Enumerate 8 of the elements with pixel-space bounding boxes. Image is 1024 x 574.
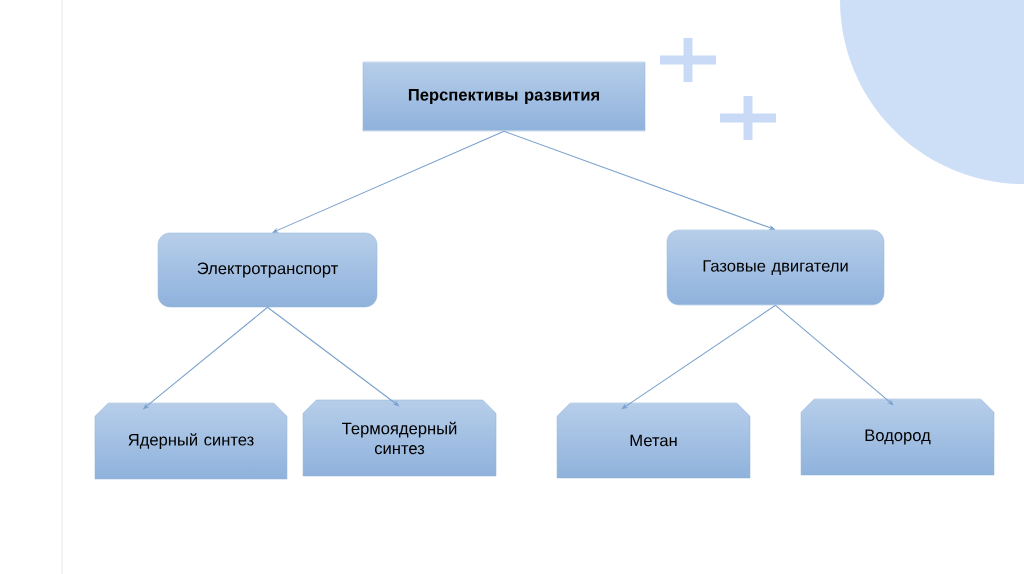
title-box: Перспективы развития [362, 61, 646, 132]
category-box: Газовые двигатели [666, 229, 885, 306]
item-box: Термоядерный синтез [302, 399, 497, 477]
item-box: Метан [556, 402, 751, 479]
item-box: Водород [800, 398, 995, 476]
arrow [621, 304, 777, 410]
item-box: Ядерный синтез [94, 402, 288, 480]
category-box: Электротранспорт [157, 232, 378, 308]
